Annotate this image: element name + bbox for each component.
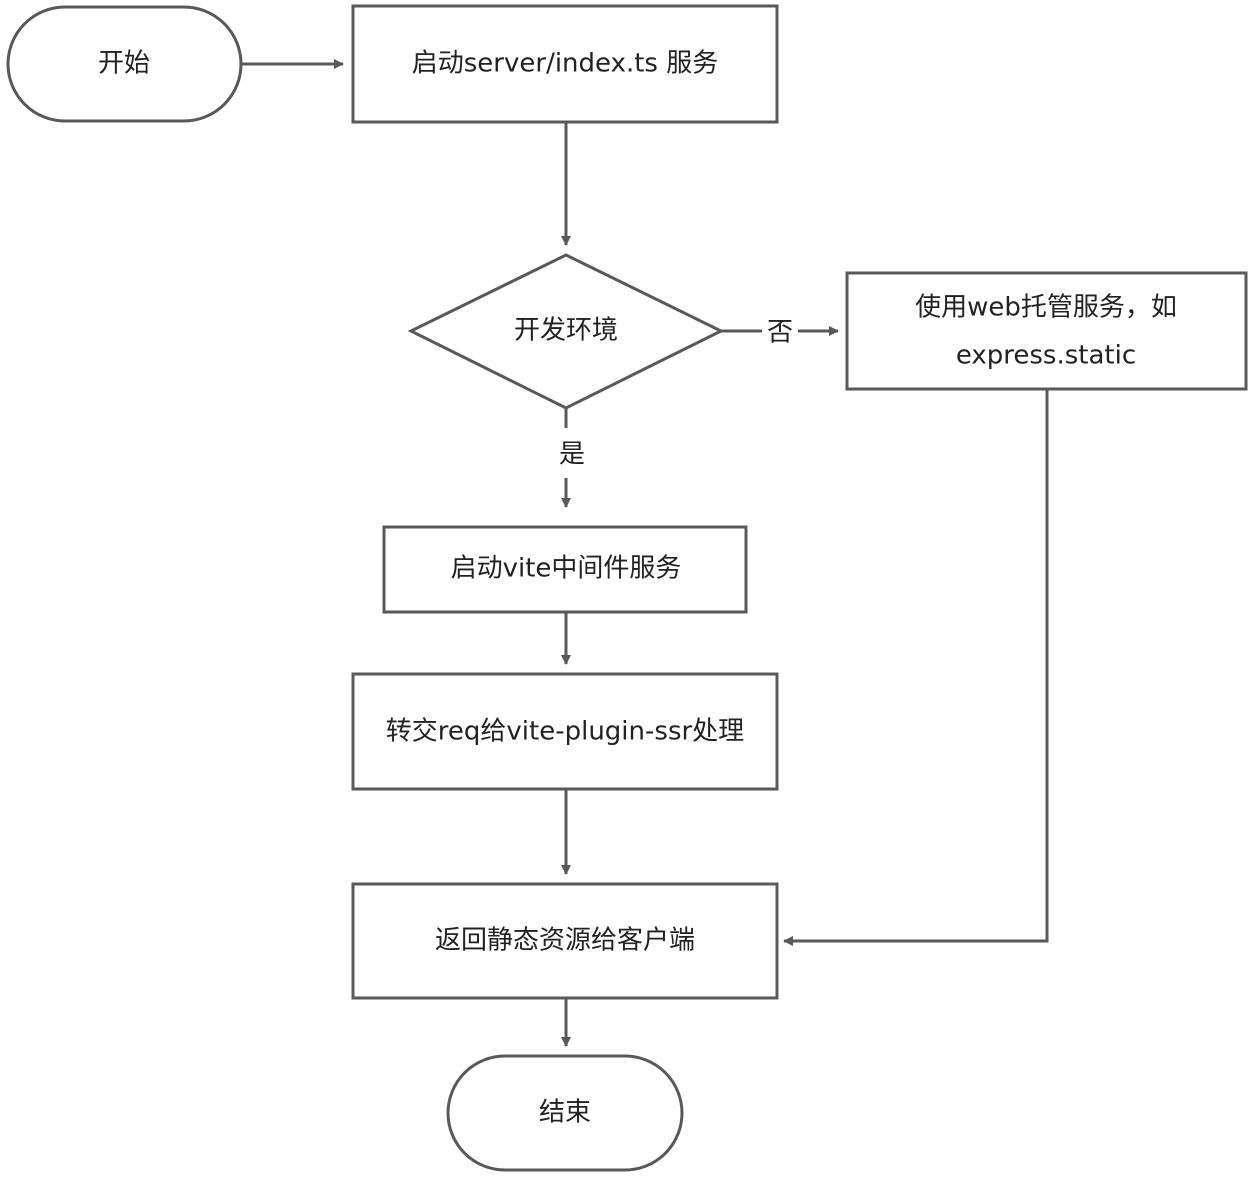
start-server-box <box>351 4 779 124</box>
forward-req-label: 转交req给vite-plugin-ssr处理 <box>386 717 744 747</box>
edge-label-no: 否 <box>767 318 793 348</box>
start-server-label: 启动server/index.ts 服务 <box>412 49 718 79</box>
node-start-vite: 启动vite中间件服务 <box>382 525 748 614</box>
edges <box>241 59 1049 1047</box>
edge-label-yes: 是 <box>559 440 585 470</box>
end-terminal-shape <box>446 1054 684 1172</box>
node-forward-req: 转交req给vite-plugin-ssr处理 <box>351 672 779 791</box>
return-static-box <box>351 882 779 1000</box>
is-dev-decision-shape <box>407 253 725 410</box>
node-is-dev: 开发环境 <box>407 253 725 410</box>
return-static-label: 返回静态资源给客户端 <box>435 926 695 956</box>
start-vite-box <box>382 525 748 614</box>
static-hosting-label-line2: express.static <box>956 341 1136 371</box>
edge-static-to-return <box>783 389 1049 946</box>
end-label: 结束 <box>539 1098 591 1128</box>
forward-req-box <box>351 672 779 791</box>
node-static-hosting: 使用web托管服务，如 express.static <box>845 271 1248 391</box>
node-return-static: 返回静态资源给客户端 <box>351 882 779 1000</box>
is-dev-label: 开发环境 <box>514 316 618 346</box>
node-start: 开始 <box>6 5 243 123</box>
node-start-server: 启动server/index.ts 服务 <box>351 4 779 124</box>
start-label: 开始 <box>98 49 150 79</box>
static-hosting-box <box>845 271 1248 391</box>
start-vite-label: 启动vite中间件服务 <box>451 554 682 584</box>
static-hosting-label-line1: 使用web托管服务，如 <box>915 293 1177 323</box>
node-end: 结束 <box>446 1054 684 1172</box>
start-terminal-shape <box>6 5 243 123</box>
